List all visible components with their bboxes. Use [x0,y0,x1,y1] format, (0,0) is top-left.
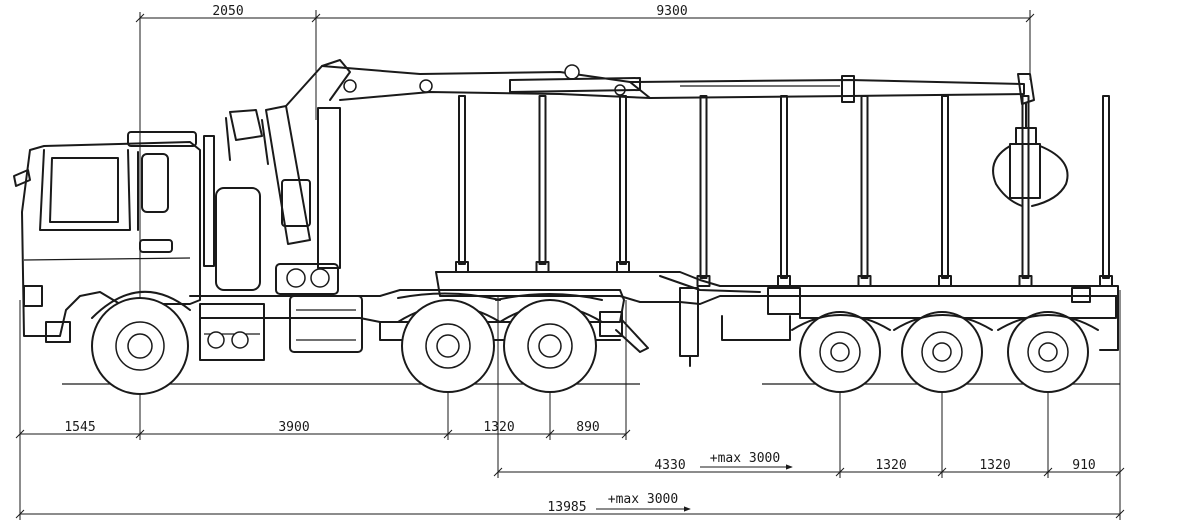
stake [941,95,949,279]
stake-base [857,275,872,287]
dim-front-overhang: 1545 [64,420,95,435]
mirror-icon [13,169,31,187]
crane-operator-seat [281,179,311,227]
stake-base [535,261,550,273]
crane-column [317,107,341,269]
crane [225,59,1069,269]
stake-base [938,275,952,287]
stake [699,95,708,279]
trailer-stakes [455,95,1113,287]
crane-main-boom [321,65,651,101]
stake-base [777,275,791,287]
stake [458,95,466,265]
dimension-labels: 2050 9300 1545 3900 1320 890 4330 +max 3… [64,4,1095,515]
truck-cab [13,131,215,343]
stake [780,95,788,279]
dim-crane-offset: 2050 [212,4,243,19]
stake-base [696,275,711,287]
stake [860,95,869,279]
dim-rear-overhang: 890 [576,420,599,435]
fuel-tank [289,295,363,353]
crane-telescopic-boom [629,79,1025,99]
stake [1102,95,1110,279]
stake-base [616,261,630,273]
dim-trailer-rear-overhang: 910 [1072,458,1095,473]
trailer-frame [435,271,1119,305]
truck-chassis [189,289,649,353]
dim-overall-length: 13985 [547,500,586,515]
dim-overall-extension: +max 3000 [608,492,678,507]
stake-base [455,261,469,273]
trailer-support-leg [679,287,699,357]
dim-tandem-spacing: 1320 [483,420,514,435]
stake [1021,95,1030,279]
stake [538,95,547,265]
grapple-icon [1009,143,1041,199]
dim-wheelbase: 3900 [278,420,309,435]
stake-base [1018,275,1033,287]
dim-trailer-extension: +max 3000 [710,451,780,466]
dim-trailer-axle-spacing-1: 1320 [875,458,906,473]
dimension-lines [15,10,1125,520]
stake [619,95,627,265]
wheels [91,290,1099,395]
dim-trailer-axle-spacing-2: 1320 [979,458,1010,473]
dim-trailer-length: 4330 [654,458,685,473]
dim-crane-reach: 9300 [656,4,687,19]
trailer-bed [435,271,1119,367]
stake-base [1099,275,1113,287]
